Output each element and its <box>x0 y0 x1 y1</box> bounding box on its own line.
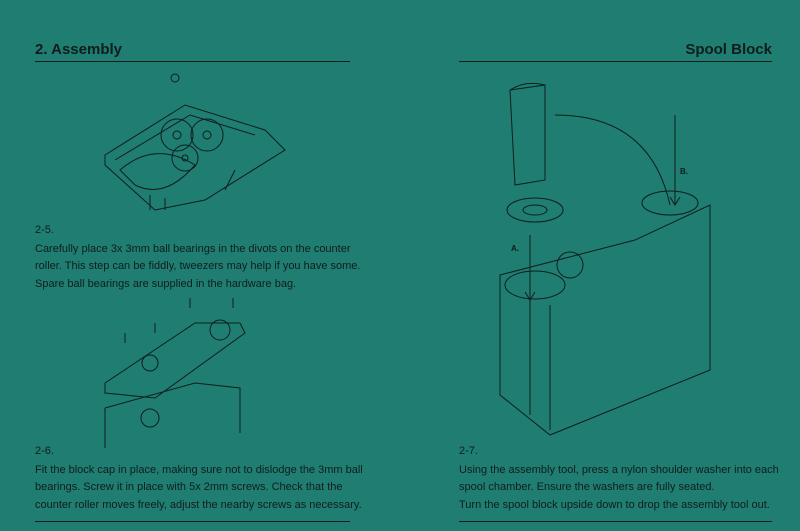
step-text-line: spool chamber. Ensure the washers are fu… <box>459 481 715 493</box>
step-number: 2-6. <box>35 445 54 457</box>
figure-label-a: A. <box>511 244 519 253</box>
step-2-6: 2-6. Fit the block cap in place, making … <box>35 443 365 514</box>
step-text-line: Turn the spool block upside down to drop… <box>459 498 770 511</box>
step-text-line: Spare ball bearings are supplied in the … <box>35 277 297 290</box>
step-text-line: Using the assembly tool, press a nylon s… <box>459 463 779 476</box>
illustration-block-cap <box>104 298 246 448</box>
illustration-spool-block <box>499 82 711 436</box>
step-text-line: Carefully place 3x 3mm ball bearings in … <box>35 242 351 255</box>
illustration-ball-bearings <box>104 73 286 211</box>
figure-label-b: B. <box>680 167 688 176</box>
step-2-5: 2-5. Carefully place 3x 3mm ball bearing… <box>35 222 365 293</box>
section-title: 2. Assembly <box>35 41 122 58</box>
step-text-line: Fit the block cap in place, making sure … <box>35 463 363 476</box>
header-rule <box>459 61 772 62</box>
footer-rule <box>35 521 350 522</box>
chapter-title: Spool Block <box>685 41 772 58</box>
step-2-7: 2-7. Using the assembly tool, press a ny… <box>459 443 789 514</box>
footer-rule <box>459 521 772 522</box>
step-number: 2-7. <box>459 445 478 457</box>
header-rule <box>35 61 350 62</box>
step-number: 2-5. <box>35 224 54 236</box>
step-text-line: roller. This step can be fiddly, tweezer… <box>35 260 361 272</box>
step-text-line: counter roller moves freely, adjust the … <box>35 498 362 511</box>
step-text-line: bearings. Screw it in place with 5x 2mm … <box>35 481 343 493</box>
